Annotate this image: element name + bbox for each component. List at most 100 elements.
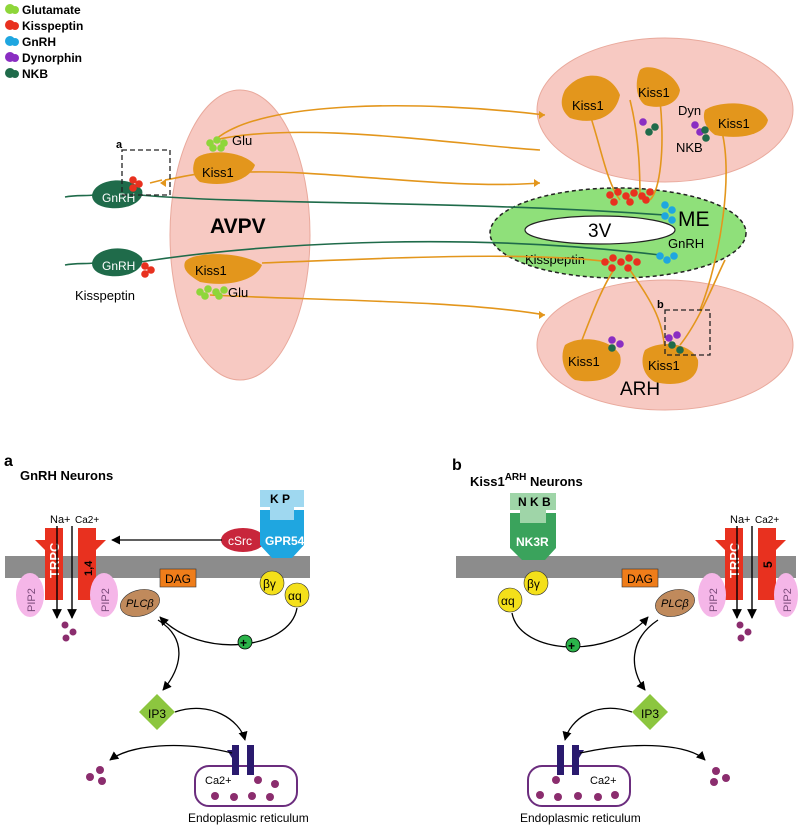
nkb-dot (608, 344, 616, 352)
ca-label: Ca2+ (755, 515, 779, 526)
plc-b: PLCβ (655, 589, 695, 617)
dag-label: DAG (165, 572, 191, 586)
kisspeptin-dot (608, 264, 616, 272)
glu-label-2: Glu (228, 285, 248, 300)
trpc-label: TRPC (47, 542, 62, 578)
kisspeptin-dot (147, 266, 155, 274)
gpr54-label: GPR54 (265, 534, 305, 548)
kiss1-label: Kiss1 (572, 98, 604, 113)
third-ventricle-label: 3V (588, 221, 612, 242)
ip3-to-er-arrow-b (562, 707, 633, 741)
kiss1-label: Kiss1 (638, 85, 670, 100)
kisspeptin-dot (606, 191, 614, 199)
gq-to-plc-arrow (159, 607, 298, 646)
gnrh-terminal-label: GnRH (668, 236, 704, 251)
ca-dots-b (736, 621, 752, 642)
glutamate-dot (204, 285, 212, 293)
kisspeptin-dot (601, 258, 609, 266)
plus-b: + (565, 637, 581, 653)
plus-label: + (568, 639, 575, 653)
trpc-channel-b: TRPC 5 (715, 528, 786, 600)
kiss1-label: Kiss1 (718, 116, 750, 131)
dynorphin-dot (665, 334, 673, 342)
trpc-channel-a: TRPC 1,4 (35, 528, 106, 600)
gnrh-dot (663, 256, 671, 264)
glutamate-dot (220, 286, 228, 294)
kisspeptin-dot (642, 196, 650, 204)
panel-b-title-main: Kiss1 (470, 474, 505, 489)
gnrh-dot (668, 216, 676, 224)
glutamate-dot (213, 136, 221, 144)
trpc-sub-label: 5 (761, 561, 775, 568)
terminal-4 (160, 179, 166, 187)
dag-b: DAG (621, 568, 659, 588)
ip3-b: IP3 (632, 694, 668, 730)
csrc-a: cSrc (221, 528, 265, 552)
me-label: ME (678, 208, 710, 231)
ca-dots-a (61, 621, 77, 642)
gnrh-dot (670, 252, 678, 260)
beta-gamma-label: βγ (527, 577, 540, 591)
gnrh-dot (656, 252, 664, 260)
csrc-label: cSrc (228, 534, 252, 548)
legend-label: Kisspeptin (22, 19, 83, 33)
nkb-label: NKB (676, 140, 703, 155)
dag-a: DAG (159, 568, 197, 588)
panel-a-letter: a (4, 453, 13, 470)
arh-label: ARH (620, 379, 660, 400)
kisspeptin-dot (129, 176, 137, 184)
pip2-label: PIP2 (708, 588, 720, 612)
pip2-b-left: PIP2 (698, 573, 726, 617)
plc-label: PLCβ (126, 598, 154, 610)
gnrh-dot (661, 212, 669, 220)
panel-b-title: Kiss1ARH Neurons (470, 472, 583, 489)
released-ca-b (710, 767, 730, 786)
trpc-label: TRPC (727, 542, 742, 578)
inset-box-a: a (116, 139, 171, 196)
nkb-dot (676, 346, 684, 354)
kisspeptin-dot (609, 254, 617, 262)
kiss1-label: Kiss1 (202, 165, 234, 180)
er-label: Endoplasmic reticulum (520, 811, 641, 825)
er-b: Ca2+ Endoplasmic reticulum (520, 745, 641, 825)
kiss1-axons (149, 99, 727, 359)
beta-gamma-label: βγ (263, 577, 276, 591)
legend-item-nkb: NKB (5, 67, 48, 81)
terminal-1 (534, 179, 540, 187)
kisspeptin-label: Kisspeptin (75, 288, 135, 303)
ip3-to-er-arrow (174, 707, 248, 741)
dynorphin-dot (616, 340, 624, 348)
kiss1-label: Kiss1 (195, 263, 227, 278)
kisspeptin-dot (625, 254, 633, 262)
trpc-sub-label: 1,4 (83, 560, 95, 576)
dag-label: DAG (627, 572, 653, 586)
gnrh-dot (668, 206, 676, 214)
kp-label: K P (270, 492, 290, 506)
glutamate-dot (201, 292, 209, 300)
ca-release-arrow-b (579, 744, 706, 761)
gnrh-dot (661, 201, 669, 209)
glu-label: Glu (232, 133, 252, 148)
gnrh-axons (64, 194, 666, 266)
kisspeptin-dot (141, 262, 149, 270)
plus-a: + (237, 634, 253, 650)
gprotein-b: βγ αq (497, 570, 549, 613)
er-a: Ca2+ Endoplasmic reticulum (188, 745, 309, 825)
er-label: Endoplasmic reticulum (188, 811, 309, 825)
dynorphin-dot (608, 336, 616, 344)
avpv-kiss1-neuron-2: Kiss1 (184, 254, 262, 284)
nkb-ligand-label: N K B (518, 495, 551, 509)
arh-kiss1-neuron-1: Kiss1 (561, 75, 620, 121)
inset-b-label: b (657, 299, 664, 311)
panel-b: b Kiss1ARH Neurons N K B NK3R βγ αq + DA… (452, 457, 798, 825)
axon-terminals (160, 111, 545, 319)
legend-item-dynorphin: Dynorphin (5, 51, 82, 65)
kisspeptin-terminal-label: Kisspeptin (525, 252, 585, 267)
ip3-label: IP3 (148, 707, 166, 721)
kiss1-label: Kiss1 (568, 354, 600, 369)
avpv-label: AVPV (210, 215, 266, 238)
plus-label: + (240, 636, 247, 650)
er-ca-label: Ca2+ (590, 775, 617, 787)
dyn-label: Dyn (678, 103, 701, 118)
